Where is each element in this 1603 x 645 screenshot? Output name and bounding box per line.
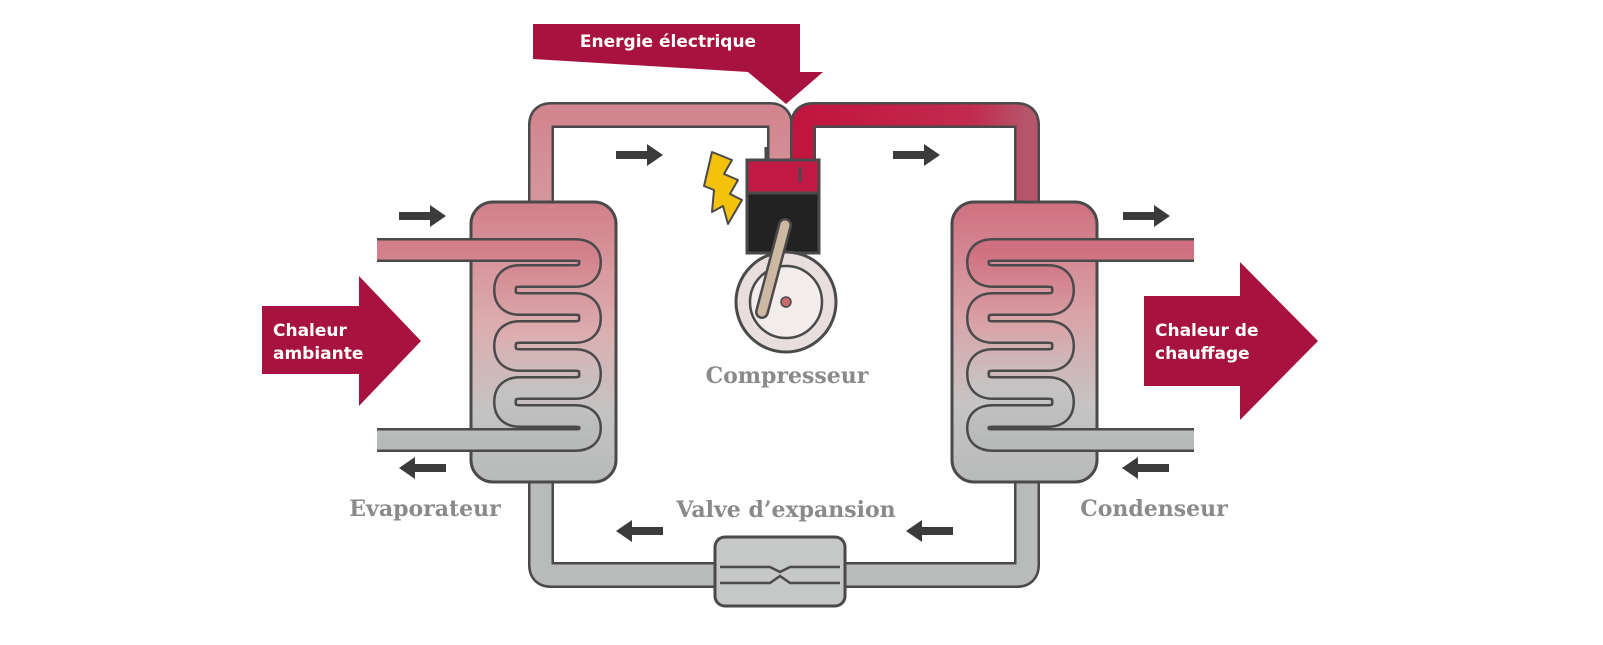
condenser-label: Condenseur [1080,496,1228,522]
heating-heat-label-line1: Chaleur de [1155,321,1259,341]
flow-arrow-left-icon [399,457,446,479]
flow-arrow-left-icon [906,520,953,542]
svg-text:Chaleur ambiante: Chaleur ambiante [273,321,363,364]
ambient-heat-label-line1: Chaleur [273,321,348,341]
heating-heat-arrow: Chaleur de chauffage [1144,262,1318,420]
flow-arrow-right-icon [893,144,940,166]
lightning-bolt-icon [703,151,743,225]
flow-arrow-left-icon [1122,457,1169,479]
flow-arrow-left-icon [616,520,663,542]
flow-arrow-right-icon [1123,205,1170,227]
compressor-head [745,158,821,195]
expansion-valve-label: Valve d’expansion [675,497,895,523]
flow-arrow-right-icon [616,144,663,166]
expansion-valve [713,535,847,608]
energy-input-arrow: Energie électrique [533,24,823,104]
svg-text:Chaleur de chauffage: Chaleur de chauffage [1155,321,1264,364]
crank-pin [780,296,792,308]
flow-arrows [399,144,1170,542]
evaporator [377,200,618,484]
compressor [734,147,838,354]
discharge-pipe [790,102,1040,215]
compressor-label: Compresseur [706,363,869,389]
suction-pipe [528,102,793,215]
condenser [950,200,1194,484]
evaporator-label: Evaporateur [349,496,501,522]
energy-input-label: Energie électrique [580,32,756,52]
ambient-heat-arrow: Chaleur ambiante [262,276,421,406]
flow-arrow-right-icon [399,205,446,227]
heating-heat-label-line2: chauffage [1155,344,1250,364]
ambient-heat-label-line2: ambiante [273,344,363,364]
